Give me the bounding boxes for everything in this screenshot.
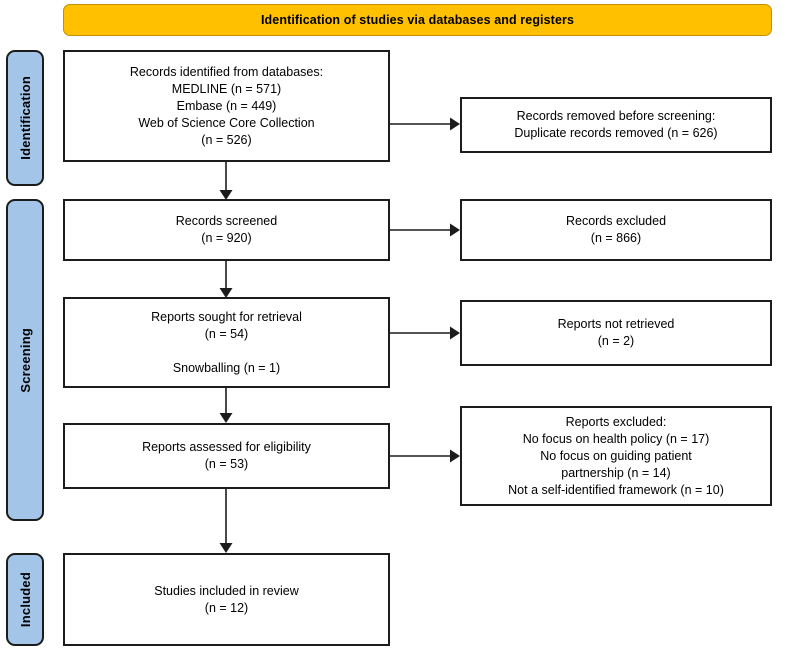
box-records-removed-text: Records removed before screening: Duplic… xyxy=(514,109,718,140)
stage-tab-included: Included xyxy=(6,553,44,646)
box-reports-assessed-text: Reports assessed for eligibility (n = 53… xyxy=(142,440,311,471)
box-records-screened-text: Records screened (n = 920) xyxy=(175,214,278,245)
stage-tab-screening: Screening xyxy=(6,199,44,521)
box-reports-not-retrieved: Reports not retrieved (n = 2) xyxy=(460,300,772,366)
arrow-screened-to-sought xyxy=(216,261,236,299)
box-records-removed: Records removed before screening: Duplic… xyxy=(460,97,772,153)
arrow-identified-to-screened xyxy=(216,162,236,201)
arrow-identified-to-removed xyxy=(390,114,462,134)
box-reports-assessed: Reports assessed for eligibility (n = 53… xyxy=(63,423,390,489)
box-records-excluded: Records excluded (n = 866) xyxy=(460,199,772,261)
box-reports-excluded-text: Reports excluded: No focus on health pol… xyxy=(508,414,724,497)
box-reports-sought-text: Reports sought for retrieval (n = 54) Sn… xyxy=(151,309,302,375)
stage-label-identification: Identification xyxy=(17,76,33,160)
box-reports-not-retrieved-text: Reports not retrieved (n = 2) xyxy=(557,317,675,348)
diagram-banner: Identification of studies via databases … xyxy=(63,4,772,36)
box-studies-included: Studies included in review (n = 12) xyxy=(63,553,390,646)
stage-tab-identification: Identification xyxy=(6,50,44,186)
box-records-excluded-text: Records excluded (n = 866) xyxy=(565,214,667,245)
arrow-screened-to-excluded xyxy=(390,220,462,240)
arrow-assessed-to-included xyxy=(216,489,236,555)
box-reports-sought: Reports sought for retrieval (n = 54) Sn… xyxy=(63,297,390,388)
box-studies-included-text: Studies included in review (n = 12) xyxy=(154,583,299,615)
arrow-sought-to-not-retrieved xyxy=(390,323,462,343)
box-reports-excluded: Reports excluded: No focus on health pol… xyxy=(460,406,772,506)
box-records-identified-text: Records identified from databases: MEDLI… xyxy=(129,64,324,147)
box-records-identified: Records identified from databases: MEDLI… xyxy=(63,50,390,162)
arrow-sought-to-assessed xyxy=(216,388,236,425)
stage-label-screening: Screening xyxy=(17,327,33,393)
arrow-assessed-to-reports-excluded xyxy=(390,446,462,466)
box-records-screened: Records screened (n = 920) xyxy=(63,199,390,261)
stage-label-included: Included xyxy=(17,571,33,628)
banner-title: Identification of studies via databases … xyxy=(260,13,575,27)
